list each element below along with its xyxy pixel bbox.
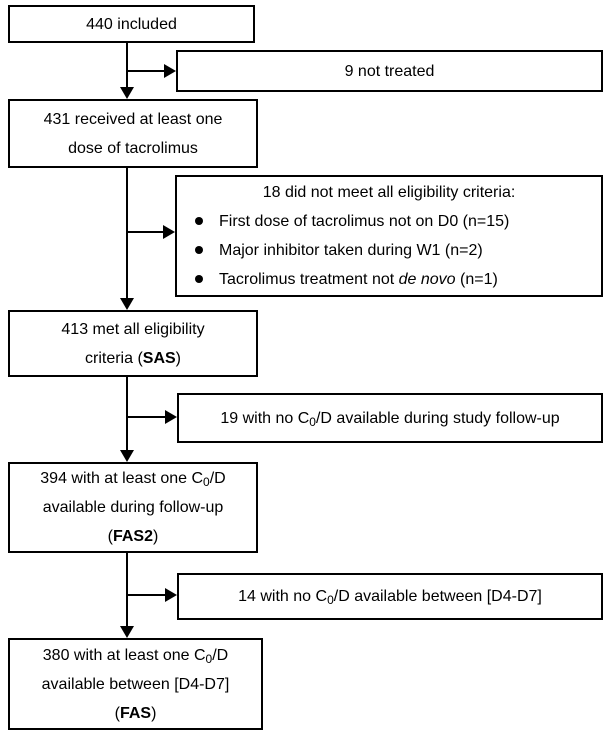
box-fas-line3: (FAS) [115, 699, 157, 728]
connector-line [126, 553, 128, 628]
box-no-c0d-followup-text: 19 with no C0/D available during study f… [220, 404, 559, 433]
box-sas-line1: 413 met all eligibility [61, 320, 205, 338]
arrow-right-icon [163, 225, 175, 239]
eligibility-item: Tacrolimus treatment not de novo (n=1) [177, 265, 601, 294]
bullet-icon [195, 246, 203, 254]
no-c0d-d4d7-sub: 0 [327, 593, 334, 607]
box-eligibility-criteria: 18 did not meet all eligibility criteria… [175, 175, 603, 297]
no-c0d-fu-pre: 19 with no C [220, 409, 310, 427]
connector-line [126, 377, 128, 452]
eligibility-item: Major inhibitor taken during W1 (n=2) [177, 236, 601, 265]
box-received-line2: dose of tacrolimus [68, 139, 198, 157]
arrow-right-icon [164, 64, 176, 78]
box-sas: 413 met all eligibility criteria (SAS) [8, 310, 258, 377]
box-fas: 380 with at least one C0/D available bet… [8, 638, 263, 730]
box-no-c0d-d4d7-text: 14 with no C0/D available between [D4-D7… [238, 582, 542, 611]
box-no-c0d-followup: 19 with no C0/D available during study f… [177, 393, 603, 443]
box-sas-line2-pre: criteria ( [84, 349, 143, 367]
arrow-down-icon [120, 450, 134, 462]
eligibility-item: First dose of tacrolimus not on D0 (n=15… [177, 207, 601, 236]
fas-line3-pre: ( [114, 704, 120, 722]
fas2-line3-pre: ( [107, 528, 113, 545]
box-included-text: 440 included [86, 15, 177, 33]
arrow-down-icon [120, 298, 134, 310]
box-received-tacrolimus: 431 received at least one dose of tacrol… [8, 99, 258, 168]
box-not-treated-text: 9 not treated [344, 62, 435, 80]
arrow-right-icon [165, 410, 177, 424]
fas-line1-pre: 380 with at least one C [42, 646, 206, 664]
eligibility-item-2-text: Major inhibitor taken during W1 (n=2) [219, 242, 483, 259]
fas-line1-sub: 0 [205, 651, 213, 666]
eligibility-item-text: Tacrolimus treatment not de novo (n=1) [203, 265, 498, 294]
box-fas-line2: available between [D4-D7] [41, 675, 230, 693]
box-received-line1: 431 received at least one [43, 110, 223, 128]
fas-line3-post: ) [151, 704, 157, 722]
fas-line1-post: /D [212, 646, 229, 664]
bullet-icon [195, 217, 203, 225]
box-fas-label: FAS [119, 704, 152, 722]
arrow-down-icon [120, 626, 134, 638]
box-fas2-line2: available during follow-up [42, 499, 224, 516]
fas2-line1-pre: 394 with at least one C [40, 470, 204, 487]
eligibility-item-text: Major inhibitor taken during W1 (n=2) [203, 236, 483, 265]
box-fas2: 394 with at least one C0/D available dur… [8, 462, 258, 553]
eligibility-item-text: First dose of tacrolimus not on D0 (n=15… [203, 207, 509, 236]
no-c0d-fu-post: /D available during study follow-up [315, 409, 560, 427]
bullet-icon [195, 275, 203, 283]
connector-line [127, 70, 165, 72]
no-c0d-d4d7-pre: 14 with no C [238, 588, 328, 605]
box-sas-line2: criteria (SAS) [85, 344, 181, 373]
eligibility-item-1-text: First dose of tacrolimus not on D0 (n=15… [219, 213, 510, 230]
box-included: 440 included [8, 5, 255, 43]
box-fas2-line3: (FAS2) [108, 522, 159, 551]
arrow-right-icon [165, 588, 177, 602]
connector-line [127, 231, 164, 233]
fas2-line1-sub: 0 [203, 475, 210, 489]
connector-line [126, 168, 128, 300]
no-c0d-d4d7-post: /D available between [D4-D7] [333, 588, 542, 605]
no-c0d-fu-sub: 0 [309, 414, 316, 429]
fas2-line3-post: ) [153, 528, 159, 545]
eligibility-item-3-post: (n=1) [455, 271, 498, 288]
connector-line [126, 43, 128, 89]
eligibility-item-3-italic: de novo [398, 271, 456, 288]
arrow-down-icon [120, 87, 134, 99]
box-fas2-line1: 394 with at least one C0/D [40, 464, 225, 493]
eligibility-title: 18 did not meet all eligibility criteria… [262, 184, 516, 201]
connector-line [127, 416, 166, 418]
box-sas-label: SAS [142, 349, 176, 367]
box-not-treated: 9 not treated [176, 50, 603, 92]
connector-line [127, 594, 166, 596]
box-sas-line2-post: ) [175, 349, 181, 367]
fas2-line1-post: /D [209, 470, 226, 487]
box-fas2-label: FAS2 [112, 528, 153, 545]
box-fas-line1: 380 with at least one C0/D [43, 641, 228, 670]
box-no-c0d-d4d7: 14 with no C0/D available between [D4-D7… [177, 573, 603, 620]
eligibility-item-3-pre: Tacrolimus treatment not [219, 271, 399, 288]
